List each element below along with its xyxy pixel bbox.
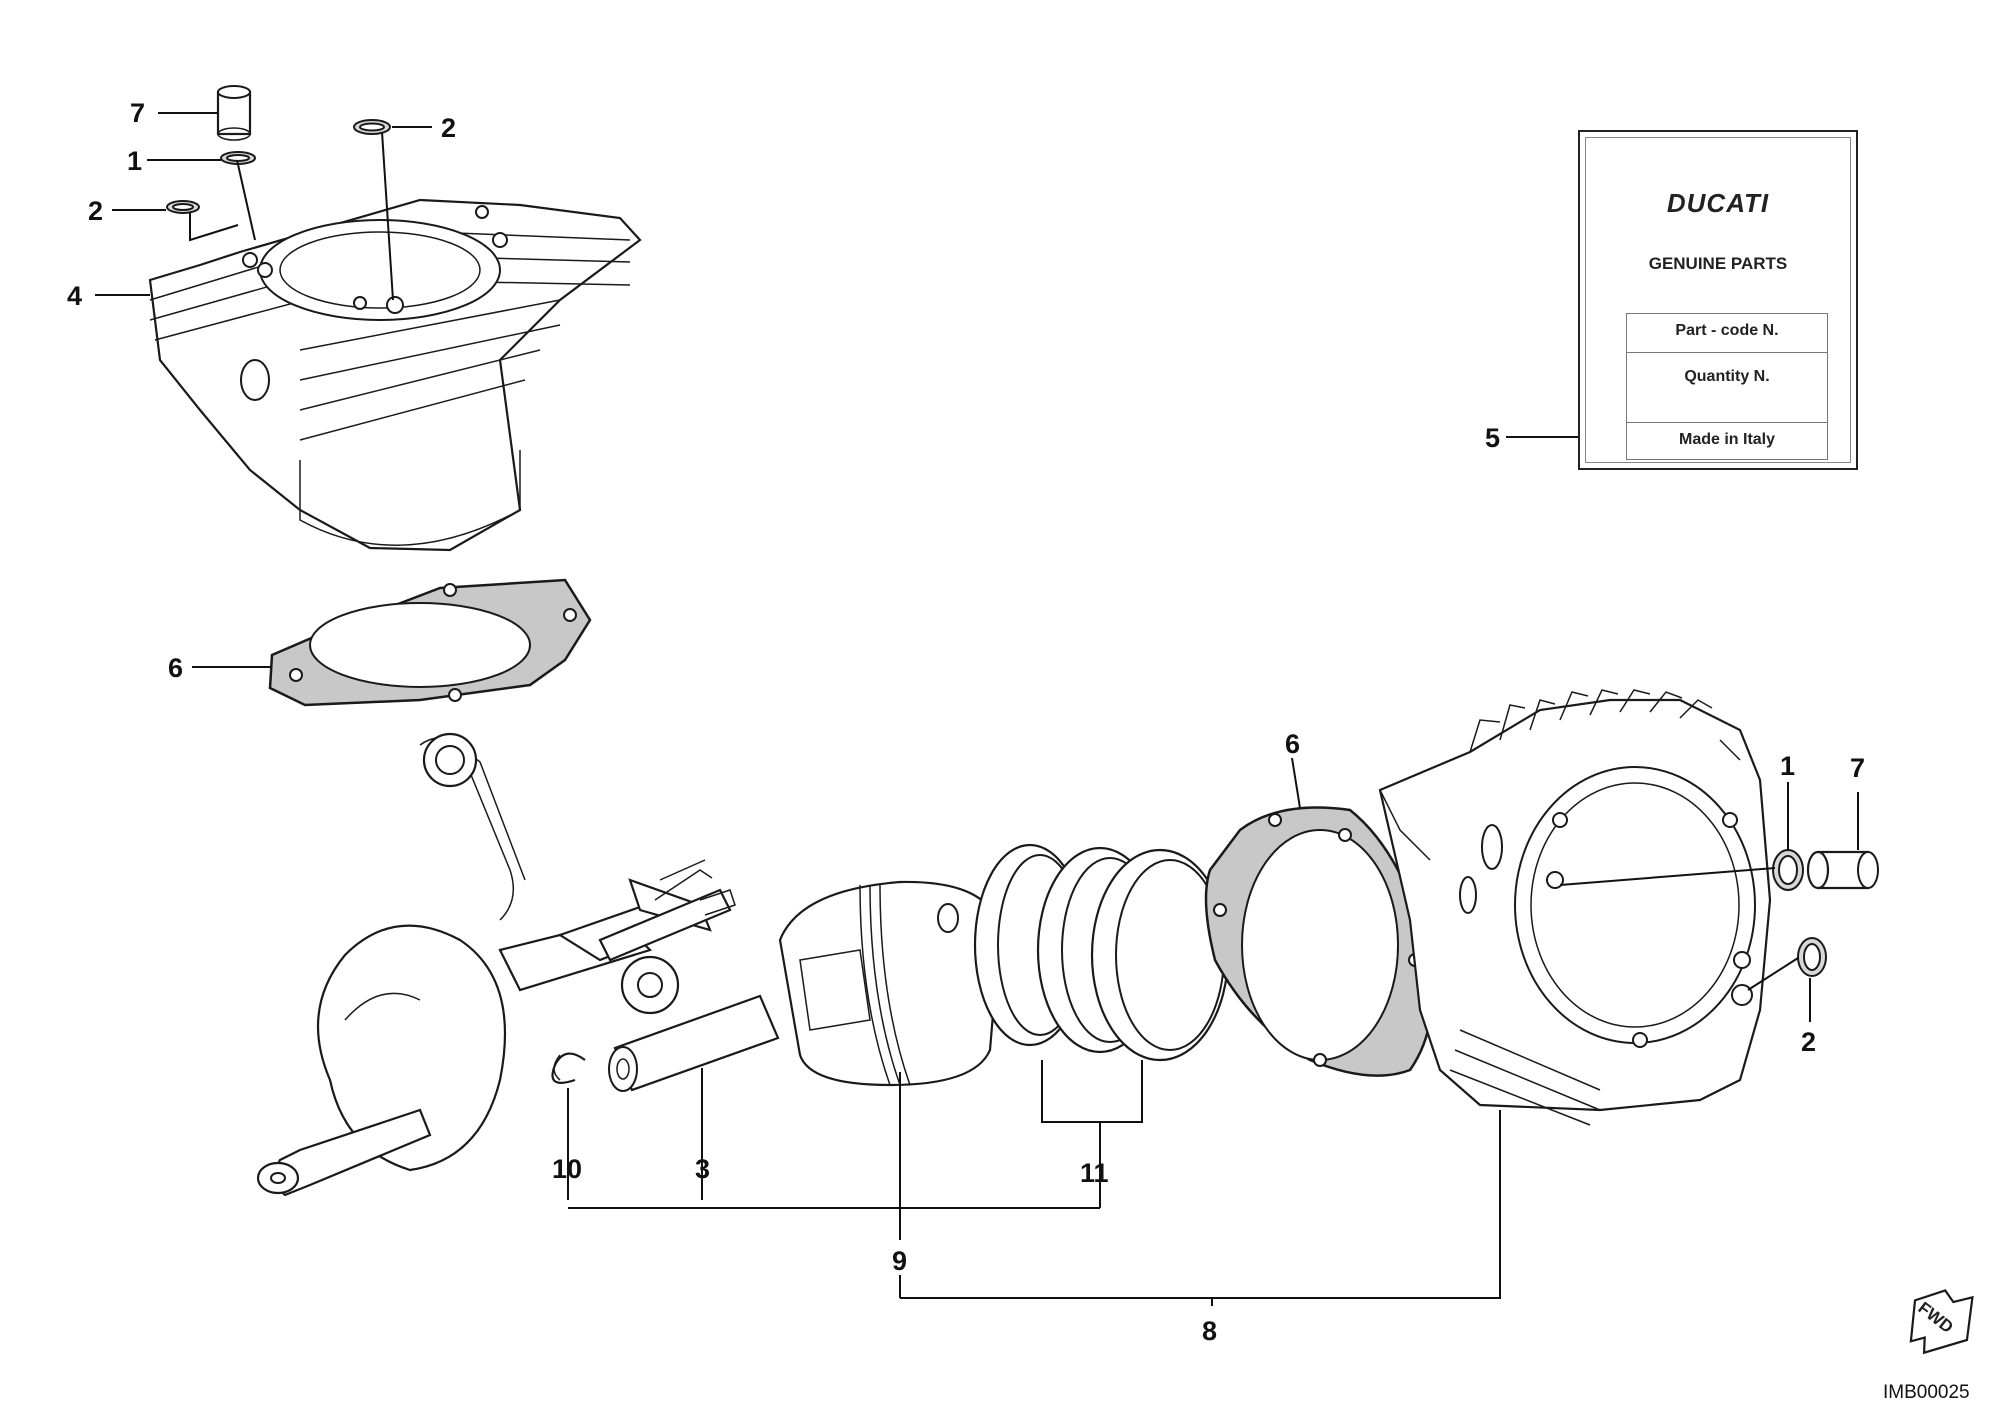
callout-6-left: 6 — [168, 653, 183, 683]
label-subtitle: GENUINE PARTS — [1648, 254, 1788, 273]
label-fields-table: Part - code N. Quantity N. Made in Italy — [1626, 313, 1828, 460]
divider — [1627, 352, 1827, 353]
leader-lines — [95, 112, 1859, 1306]
piston-rings — [973, 843, 1230, 1062]
field-quantity: Quantity N. — [1684, 368, 1770, 385]
field-part-code: Part - code N. — [1675, 322, 1779, 339]
genuine-parts-label: DUCATI GENUINE PARTS Part - code N. Quan… — [1578, 130, 1858, 470]
callout-6-right: 6 — [1285, 729, 1300, 759]
callout-9: 9 — [892, 1246, 907, 1276]
callout-11: 11 — [1080, 1158, 1109, 1188]
callout-1-top: 1 — [127, 146, 142, 176]
label-inner-border: DUCATI GENUINE PARTS Part - code N. Quan… — [1585, 137, 1851, 463]
callout-5: 5 — [1485, 423, 1500, 453]
field-origin: Made in Italy — [1678, 431, 1776, 448]
callout-7-top: 7 — [130, 98, 145, 128]
callout-2-top-right: 2 — [441, 113, 456, 143]
callout-2-right: 2 — [1801, 1027, 1816, 1057]
callout-3: 3 — [695, 1154, 710, 1184]
piston — [778, 880, 1002, 1087]
callout-4: 4 — [67, 281, 82, 311]
base-gasket-right — [1204, 806, 1434, 1077]
diagram-reference-code: IMB00025 — [1883, 1382, 1970, 1403]
brand-logo: DUCATI — [1666, 188, 1770, 218]
cylinder-top-left — [148, 198, 642, 552]
base-gasket-left — [268, 578, 592, 707]
o-rings-top — [166, 119, 391, 214]
divider — [1627, 422, 1827, 423]
circlip — [551, 1052, 586, 1084]
callout-numbers: 7 1 2 2 4 6 5 6 1 7 2 10 3 11 9 8 — [67, 98, 1865, 1346]
callout-1-right: 1 — [1780, 751, 1795, 781]
callout-10: 10 — [552, 1154, 582, 1184]
dowel-sleeve-top — [216, 85, 252, 141]
dowel-sleeve-right — [1806, 850, 1879, 890]
fwd-arrow-badge — [1909, 1289, 1974, 1355]
o-ring-right-lower — [1797, 937, 1827, 977]
o-ring-right-upper — [1772, 849, 1804, 891]
cylinder-right — [1378, 689, 1772, 1126]
callout-7-right: 7 — [1850, 753, 1865, 783]
gudgeon-pin — [608, 994, 780, 1092]
crankshaft — [256, 732, 736, 1197]
callout-2-left: 2 — [88, 196, 103, 226]
callout-8: 8 — [1202, 1316, 1217, 1346]
